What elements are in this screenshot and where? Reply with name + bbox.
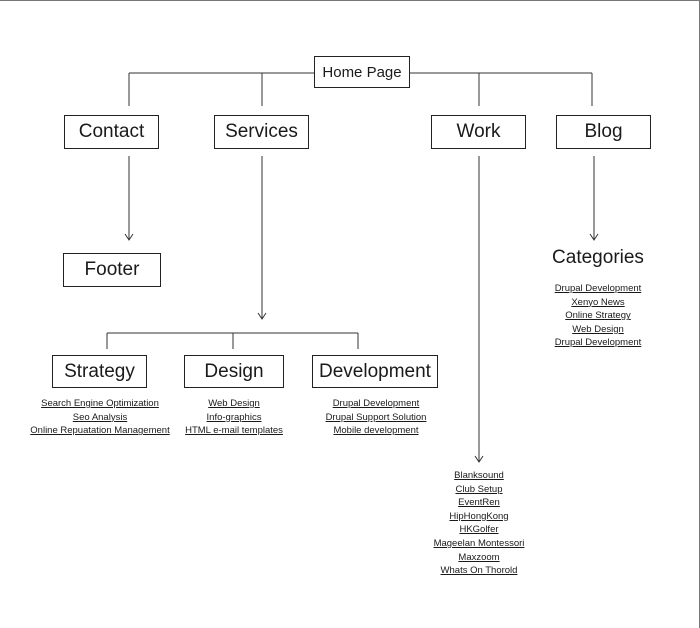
list-item: Web Design (528, 323, 668, 337)
list-item: Maxzoom (419, 551, 539, 565)
design-link[interactable]: Info-graphics (206, 411, 262, 423)
list-item: Online Strategy (528, 309, 668, 323)
design-link[interactable]: Web Design (208, 398, 260, 409)
development-link[interactable]: Mobile development (333, 425, 419, 437)
work-link[interactable]: HKGolfer (459, 524, 499, 536)
list-item: Seo Analysis (20, 411, 180, 425)
strategy-node[interactable]: Strategy (52, 355, 147, 388)
design-node[interactable]: Design (184, 355, 284, 388)
list-item: Mageelan Montessori (419, 537, 539, 551)
work-link[interactable]: Maxzoom (458, 551, 500, 563)
list-item: Whats On Thorold (419, 564, 539, 578)
list-item: HTML e-mail templates (172, 424, 296, 438)
arrowhead-blog (589, 233, 599, 241)
strategy-link[interactable]: Online Repuatation Management (30, 425, 170, 437)
blog-node[interactable]: Blog (556, 115, 651, 149)
list-item: Drupal Development (528, 336, 668, 350)
work-link[interactable]: Whats On Thorold (440, 565, 518, 577)
arrowhead-work (474, 455, 484, 463)
work-link[interactable]: Blanksound (454, 470, 504, 481)
footer-node[interactable]: Footer (63, 253, 161, 287)
list-item: HipHongKong (419, 510, 539, 524)
design-link[interactable]: HTML e-mail templates (185, 425, 283, 437)
work-link[interactable]: Mageelan Montessori (433, 537, 525, 549)
work-link[interactable]: Club Setup (455, 483, 503, 495)
design-link-list: Web Design Info-graphics HTML e-mail tem… (172, 397, 296, 438)
list-item: HKGolfer (419, 523, 539, 537)
list-item: Online Repuatation Management (20, 424, 180, 438)
development-link[interactable]: Drupal Development (332, 398, 420, 409)
list-item: EventRen (419, 496, 539, 510)
list-item: Blanksound (419, 469, 539, 483)
strategy-link[interactable]: Search Engine Optimization (41, 398, 159, 409)
list-item: Info-graphics (172, 411, 296, 425)
development-link[interactable]: Drupal Support Solution (325, 411, 427, 423)
list-item: Search Engine Optimization (20, 397, 180, 411)
list-item: Club Setup (419, 483, 539, 497)
category-link[interactable]: Drupal Development (554, 283, 642, 294)
arrowhead-footer (124, 233, 134, 241)
strategy-link[interactable]: Seo Analysis (72, 411, 128, 423)
work-item-list: Blanksound Club Setup EventRen HipHongKo… (419, 469, 539, 578)
list-item: Drupal Development (528, 282, 668, 296)
blog-category-list: Drupal Development Xenyo News Online Str… (528, 282, 668, 350)
work-node[interactable]: Work (431, 115, 526, 149)
arrowhead-services (257, 312, 267, 320)
category-link[interactable]: Web Design (572, 323, 624, 335)
categories-heading: Categories (552, 247, 644, 268)
list-item: Xenyo News (528, 296, 668, 310)
work-link[interactable]: HipHongKong (449, 510, 509, 522)
list-item: Drupal Development (310, 397, 442, 411)
category-link[interactable]: Xenyo News (571, 296, 625, 308)
strategy-link-list: Search Engine Optimization Seo Analysis … (20, 397, 180, 438)
work-link[interactable]: EventRen (458, 497, 500, 509)
contact-node[interactable]: Contact (64, 115, 159, 149)
category-link[interactable]: Drupal Development (554, 337, 642, 349)
category-link[interactable]: Online Strategy (565, 310, 631, 322)
home-page-node[interactable]: Home Page (314, 56, 410, 88)
list-item: Mobile development (310, 424, 442, 438)
development-link-list: Drupal Development Drupal Support Soluti… (310, 397, 442, 438)
services-node[interactable]: Services (214, 115, 309, 149)
list-item: Drupal Support Solution (310, 411, 442, 425)
development-node[interactable]: Development (312, 355, 438, 388)
list-item: Web Design (172, 397, 296, 411)
